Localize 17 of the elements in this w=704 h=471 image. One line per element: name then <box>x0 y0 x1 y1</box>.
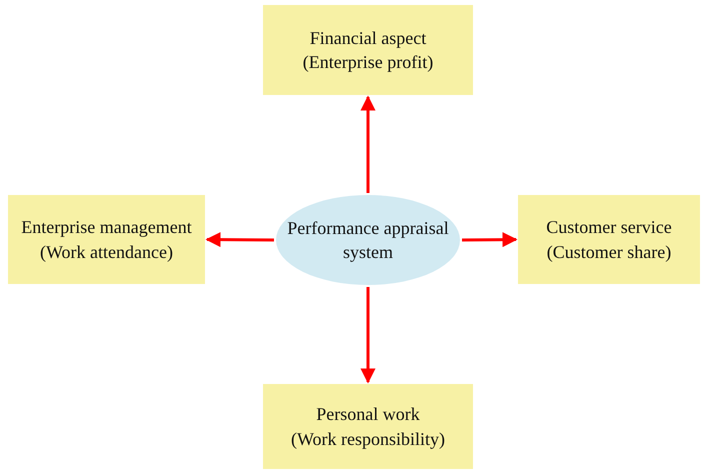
arrow <box>360 96 376 193</box>
process-box <box>263 5 473 95</box>
arrow <box>462 232 518 248</box>
node-text: Enterprise management <box>20 216 193 240</box>
process-box <box>263 384 473 469</box>
node-text: Customer service <box>545 216 673 240</box>
arrow <box>206 232 274 248</box>
node-text: (Work responsibility) <box>290 428 446 451</box>
node-text: (Enterprise profit) <box>302 51 434 74</box>
node-text: (Work attendance) <box>39 240 174 264</box>
process-box <box>518 195 700 284</box>
node-text: (Customer share) <box>546 240 672 264</box>
arrow <box>360 287 376 384</box>
node-text: Performance appraisal system <box>286 216 450 264</box>
node-text: Financial aspect <box>308 26 428 50</box>
node-text: Personal work <box>315 403 421 426</box>
process-box <box>8 195 205 284</box>
